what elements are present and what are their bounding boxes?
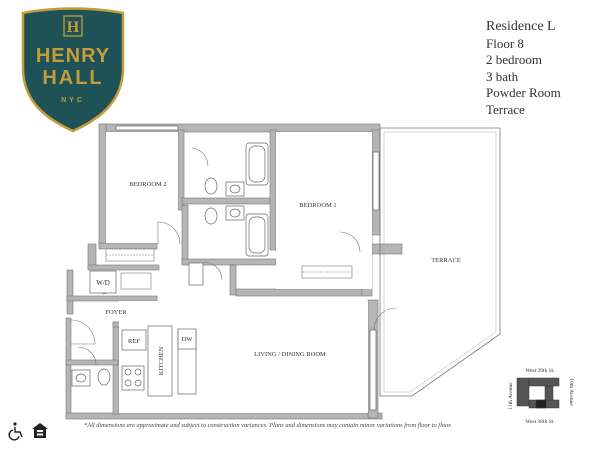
room-bedroom1 — [276, 132, 372, 289]
room-labels: BEDROOM 2 BEDROOM 1 TERRACE W/D FOYER RE… — [96, 181, 461, 375]
logo-monogram-box — [63, 15, 83, 37]
label-kitchen: KITCHEN — [158, 346, 165, 375]
wall-wd-left — [66, 269, 74, 315]
wall-bedroom2-left — [98, 123, 107, 247]
wall-bath-divider — [269, 129, 277, 251]
disclaimer-text: *All dimensions are approximate and subj… — [84, 422, 452, 429]
door-bedroom1 — [339, 231, 361, 253]
wall-wd-bottom — [66, 295, 158, 302]
label-foyer: FOYER — [105, 309, 127, 316]
stove — [121, 365, 145, 391]
key-plan-north: West 39th St. — [525, 368, 555, 374]
window-bedroom1-right — [372, 151, 380, 211]
fixtures — [71, 142, 269, 387]
wall-bedroom1-bottom — [235, 288, 365, 297]
stove-burner-4 — [134, 379, 142, 387]
toilet-powder — [97, 368, 111, 386]
kitchen-appliances — [121, 325, 197, 397]
room-bedroom2 — [106, 132, 178, 243]
door-terrace — [373, 307, 397, 331]
window-living-right — [369, 329, 377, 411]
residence-floor: Floor 8 — [486, 35, 524, 51]
window-bedroom2-top — [115, 125, 179, 131]
key-plan-unit-highlight — [535, 399, 547, 409]
door-bath-upper — [191, 147, 209, 167]
residence-info: Residence L Floor 8 2 bedroom 3 bath Pow… — [486, 19, 596, 118]
equal-housing-icon — [32, 423, 48, 438]
wall-bath-bottom-notch — [229, 264, 237, 296]
key-plan-west: 11th Avenue — [508, 382, 514, 410]
footer-icons — [8, 422, 48, 441]
label-living: LIVING / DINING ROOM — [254, 351, 326, 358]
door-swings — [70, 147, 397, 366]
wall-closet-left — [87, 243, 97, 269]
kitchen-counter — [147, 325, 173, 397]
wall-powder-top — [65, 359, 119, 366]
key-plan-south: West 38th St. — [525, 419, 555, 425]
door-bedroom2 — [157, 221, 181, 245]
wheelchair-accessibility-icon — [8, 422, 23, 441]
wall-bath-lower-left — [181, 204, 189, 264]
refrigerator — [121, 329, 147, 351]
closet-hall — [120, 272, 152, 290]
residence-title: Residence L — [486, 19, 556, 34]
residence-terrace: Terrace — [486, 101, 525, 117]
toilet-lower — [204, 207, 218, 225]
door-bath-lower — [203, 261, 223, 281]
wall-foyer-left — [65, 317, 72, 419]
label-terrace: TERRACE — [431, 257, 461, 264]
bathtub-lower-inner — [248, 216, 266, 254]
stove-burner-3 — [124, 379, 132, 387]
terrace-outline — [379, 127, 501, 397]
sink-upper-bowl — [229, 184, 241, 194]
label-ref: REF — [128, 338, 140, 345]
dishwasher-box — [177, 328, 197, 350]
bathtub-upper-inner — [248, 145, 266, 183]
stove-burner-2 — [134, 368, 142, 376]
henry-hall-logo: H HENRY HALL NYC — [21, 7, 125, 133]
wall-terrace-stub — [371, 243, 403, 255]
shower — [188, 262, 204, 286]
logo-name-line1: HENRY — [36, 45, 110, 67]
wall-bath2-bottom — [181, 197, 275, 205]
wall-kitchen-left — [112, 321, 120, 415]
logo-shield — [21, 7, 125, 133]
residence-powder-room: Powder Room — [486, 85, 561, 100]
label-dw: DW — [182, 336, 194, 343]
sink-powder-bowl — [75, 373, 87, 383]
closets — [105, 248, 353, 290]
logo-city: NYC — [61, 97, 85, 104]
terrace-inner — [383, 131, 497, 393]
door-powder — [77, 346, 97, 366]
residence-bedrooms: 2 bedroom — [486, 52, 542, 67]
logo-name-line2: HALL — [42, 67, 103, 89]
key-plan: West 39th St. West 38th St. 11th Avenue … — [508, 368, 574, 425]
key-plan-building — [516, 377, 560, 409]
wall-closet-bottom — [87, 264, 160, 271]
door-entry — [70, 319, 96, 345]
label-wd: W/D — [96, 279, 110, 287]
key-plan-east: 10th Avenue — [568, 378, 574, 406]
stove-burner-1 — [124, 368, 132, 376]
wall-bedroom2-bottom — [98, 242, 158, 250]
toilet-upper — [204, 177, 218, 195]
logo-monogram: H — [67, 19, 80, 36]
label-bedroom2: BEDROOM 2 — [129, 181, 166, 188]
sink-lower-bowl — [229, 208, 241, 218]
residence-baths: 3 bath — [486, 68, 519, 84]
label-bedroom1: BEDROOM 1 — [299, 202, 336, 209]
washer-dryer-box — [89, 270, 117, 294]
